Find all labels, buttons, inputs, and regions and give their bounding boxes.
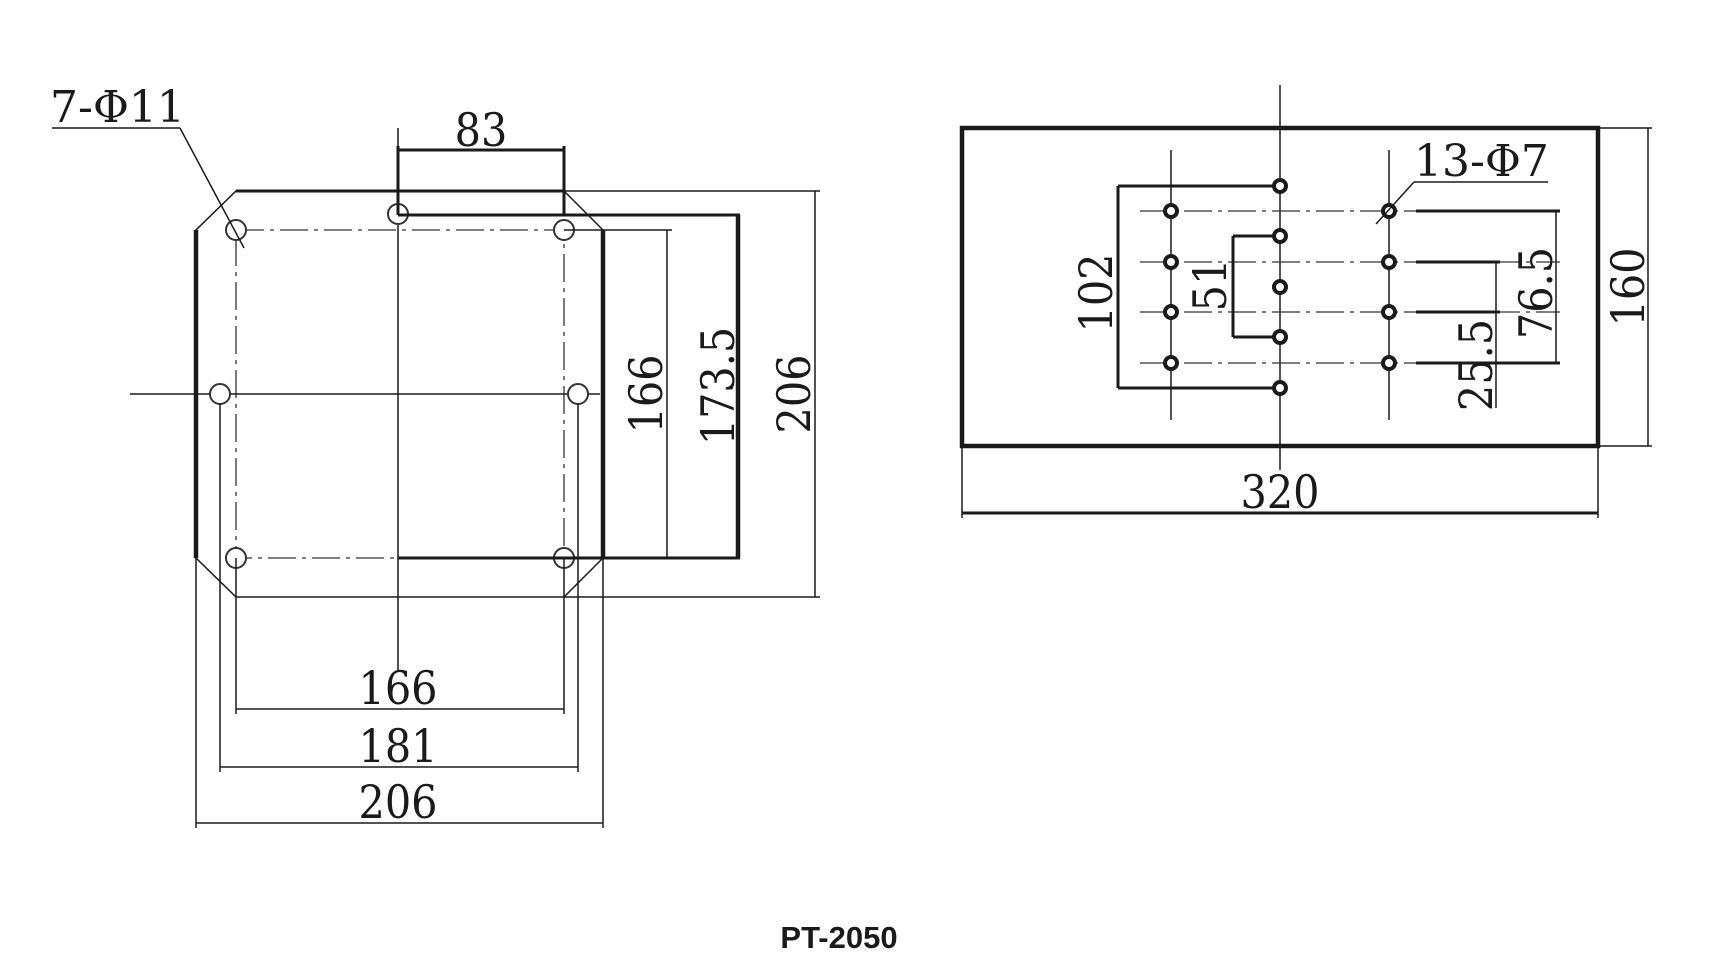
right-hole (1163, 304, 1179, 320)
right-hole (1163, 254, 1179, 270)
dim-206-vertical-label: 206 (767, 355, 821, 434)
dim-166-horizontal: 166 (235, 558, 565, 715)
right-hole (1381, 304, 1397, 320)
left-hole-mid-right (567, 383, 589, 405)
dim-83-label: 83 (455, 103, 508, 157)
dim-51: 51 (1183, 234, 1280, 339)
right-hole (1381, 254, 1397, 270)
dim-320-label: 320 (1241, 465, 1320, 519)
left-view: 83 166 173.5 206 166 (50, 82, 821, 829)
callout-13-phi-7-label: 13-Φ7 (1414, 136, 1549, 187)
dim-102: 102 (1069, 184, 1280, 390)
dim-206-vertical: 206 (564, 190, 821, 598)
dim-166-vertical-label: 166 (619, 355, 673, 434)
right-hole (1272, 228, 1288, 244)
dim-206-horizontal: 206 (195, 558, 604, 829)
right-hole (1272, 279, 1288, 295)
dim-51-label: 51 (1183, 259, 1237, 312)
dim-206-horizontal-label: 206 (359, 775, 438, 829)
callout-13-phi-7: 13-Φ7 (1375, 136, 1549, 225)
left-hole-top-left (225, 219, 247, 241)
dim-181-label: 181 (359, 719, 438, 773)
dim-25-5: 25.5 (1416, 260, 1503, 411)
dim-181: 181 (219, 404, 579, 773)
dim-83: 83 (396, 103, 740, 217)
right-hole (1272, 380, 1288, 396)
dim-76-5: 76.5 (1416, 209, 1563, 365)
dim-160: 160 (1598, 127, 1655, 447)
right-view: 102 51 76.5 25.5 160 (959, 85, 1655, 519)
right-hole (1381, 355, 1397, 371)
right-hole (1272, 329, 1288, 345)
right-hole (1163, 355, 1179, 371)
right-hole (1163, 203, 1179, 219)
callout-7-phi-11: 7-Φ11 (50, 82, 245, 249)
dim-173-5: 173.5 (398, 215, 745, 560)
dim-166-horizontal-label: 166 (359, 661, 438, 715)
left-hole-mid-left (209, 383, 231, 405)
dim-76-5-label: 76.5 (1509, 247, 1563, 339)
dim-320: 320 (961, 446, 1599, 519)
right-hole (1272, 178, 1288, 194)
dim-102-label: 102 (1069, 254, 1123, 333)
model-label: PT-2050 (780, 920, 897, 955)
dim-25-5-label: 25.5 (1449, 319, 1503, 411)
callout-7-phi-11-label: 7-Φ11 (50, 82, 185, 133)
dim-173-5-label: 173.5 (691, 327, 745, 445)
dim-160-label: 160 (1601, 248, 1655, 327)
